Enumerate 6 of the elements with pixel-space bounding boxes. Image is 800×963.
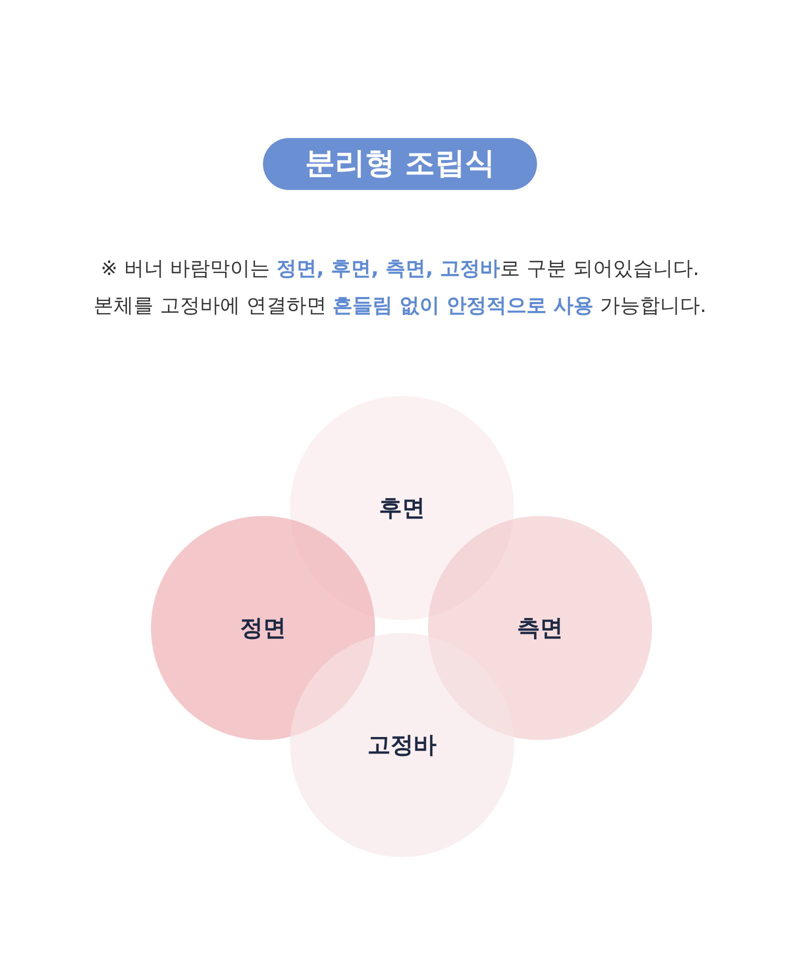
- description-text: ※ 버너 바람막이는 정면, 후면, 측면, 고정바로 구분 되어있습니다. 본체를 고정바에 연결하면 흔들림 없이 안정적으로 사용 가능합니다.: [92, 255, 708, 319]
- circle-label: 측면: [517, 614, 563, 644]
- circle-label: 정면: [240, 614, 286, 644]
- title-banner: 분리형 조립식: [263, 138, 537, 190]
- circle-label: 고정바: [368, 732, 436, 760]
- circle-label: 후면: [379, 494, 425, 524]
